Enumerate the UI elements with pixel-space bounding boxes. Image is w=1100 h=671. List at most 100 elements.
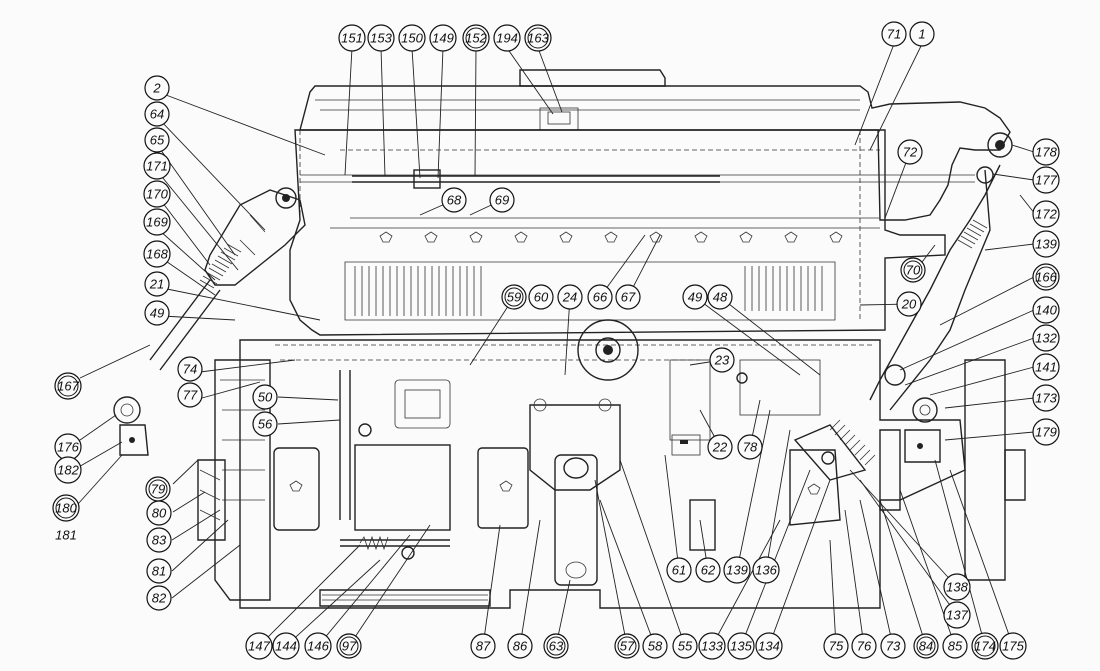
callout-number: 194 bbox=[496, 31, 518, 46]
callout-number: 152 bbox=[465, 31, 487, 46]
callout-76: 76 bbox=[851, 633, 877, 659]
callout-ring bbox=[338, 24, 366, 52]
callout-64: 64 bbox=[144, 101, 170, 127]
callout-67: 67 bbox=[615, 284, 641, 310]
callout-inner-ring bbox=[974, 635, 996, 657]
callout-number: 71 bbox=[887, 27, 901, 42]
callout-163: 163 bbox=[524, 24, 552, 52]
callout-ring bbox=[707, 284, 733, 310]
callout-ring bbox=[557, 284, 583, 310]
callout-ring bbox=[755, 632, 783, 660]
callout-number: 136 bbox=[755, 563, 777, 578]
callout-number: 150 bbox=[401, 31, 423, 46]
callout-number: 132 bbox=[1035, 331, 1057, 346]
callout-83: 83 bbox=[146, 527, 172, 553]
callout-147: 147 bbox=[245, 632, 273, 660]
callout-number: 82 bbox=[152, 591, 167, 606]
callout-number: 149 bbox=[432, 31, 454, 46]
callout-inner-ring bbox=[1035, 266, 1057, 288]
callout-number: 56 bbox=[258, 417, 273, 432]
callout-177: 177 bbox=[1032, 166, 1060, 194]
cylinder-head bbox=[289, 129, 946, 336]
callout-number: 170 bbox=[146, 187, 168, 202]
callout-58: 58 bbox=[642, 633, 668, 659]
callout-ring bbox=[727, 632, 755, 660]
callout-number: 48 bbox=[713, 290, 728, 305]
callout-167: 167 bbox=[54, 372, 82, 400]
callout-ring bbox=[143, 208, 171, 236]
callout-86: 86 bbox=[507, 633, 533, 659]
callout-172: 172 bbox=[1032, 200, 1060, 228]
callout-number: 76 bbox=[857, 639, 872, 654]
callout-number: 55 bbox=[678, 639, 693, 654]
callout-20: 20 bbox=[896, 291, 922, 317]
callout-ring bbox=[1032, 200, 1060, 228]
callout-48: 48 bbox=[707, 284, 733, 310]
callout-number: 175 bbox=[1002, 639, 1024, 654]
callout-139: 139 bbox=[1032, 230, 1060, 258]
callout-inner-ring bbox=[546, 636, 566, 656]
callout-number: 83 bbox=[152, 533, 167, 548]
callout-146: 146 bbox=[304, 632, 332, 660]
callout-number: 182 bbox=[57, 463, 79, 478]
callout-number: 140 bbox=[1035, 303, 1057, 318]
callout-number: 146 bbox=[307, 639, 329, 654]
callout-number: 144 bbox=[275, 639, 297, 654]
callout-ring bbox=[146, 585, 172, 611]
callout-number: 167 bbox=[57, 379, 79, 394]
leader-lines bbox=[69, 43, 1036, 647]
callout-ring bbox=[707, 434, 733, 460]
callout-number: 49 bbox=[150, 306, 164, 321]
callout-number: 20 bbox=[901, 297, 917, 312]
callout-194: 194 bbox=[493, 24, 521, 52]
callout-ring bbox=[398, 24, 426, 52]
callout-138: 138 bbox=[943, 573, 971, 601]
callout-number: 168 bbox=[146, 247, 168, 262]
callout-141: 141 bbox=[1032, 353, 1060, 381]
callout-ring bbox=[1032, 353, 1060, 381]
callout-ring bbox=[896, 291, 922, 317]
callout-144: 144 bbox=[272, 632, 300, 660]
callout-ring bbox=[1032, 230, 1060, 258]
callout-24: 24 bbox=[557, 284, 583, 310]
callout-inner-ring bbox=[527, 27, 549, 49]
callout-ring bbox=[441, 187, 467, 213]
callout-60: 60 bbox=[528, 284, 554, 310]
callout-number: 61 bbox=[672, 563, 686, 578]
callout-ring bbox=[493, 24, 521, 52]
callout-140: 140 bbox=[1032, 296, 1060, 324]
callout-21: 21 bbox=[144, 271, 170, 297]
callout-number: 139 bbox=[1035, 237, 1057, 252]
callout-ring bbox=[752, 556, 780, 584]
callout-ring bbox=[143, 152, 171, 180]
callout-number: 85 bbox=[948, 639, 963, 654]
callout-57: 57 bbox=[614, 633, 640, 659]
callout-171: 171 bbox=[143, 152, 171, 180]
callout-ring bbox=[587, 284, 613, 310]
callout-78: 78 bbox=[737, 434, 763, 460]
callout-ring bbox=[543, 633, 569, 659]
callout-number: 79 bbox=[151, 482, 165, 497]
callout-number: 74 bbox=[183, 362, 197, 377]
callout-number: 176 bbox=[57, 440, 79, 455]
callout-ring bbox=[695, 557, 721, 583]
callout-ring bbox=[52, 494, 80, 522]
callout-ring bbox=[943, 601, 971, 629]
callout-ring bbox=[942, 633, 968, 659]
callout-63: 63 bbox=[543, 633, 569, 659]
callout-number: 24 bbox=[562, 290, 577, 305]
callout-inner-ring bbox=[57, 375, 79, 397]
callout-inner-ring bbox=[55, 497, 77, 519]
callout-number: 80 bbox=[152, 506, 167, 521]
callout-number: 171 bbox=[146, 159, 168, 174]
callout-ring bbox=[245, 632, 273, 660]
callout-55: 55 bbox=[672, 633, 698, 659]
callout-ring bbox=[1032, 384, 1060, 412]
callout-181: 181 bbox=[55, 528, 77, 543]
callout-ring bbox=[614, 633, 640, 659]
callout-71: 71 bbox=[881, 21, 907, 47]
callout-178: 178 bbox=[1032, 138, 1060, 166]
callout-173: 173 bbox=[1032, 384, 1060, 412]
callout-inner-ring bbox=[504, 287, 524, 307]
